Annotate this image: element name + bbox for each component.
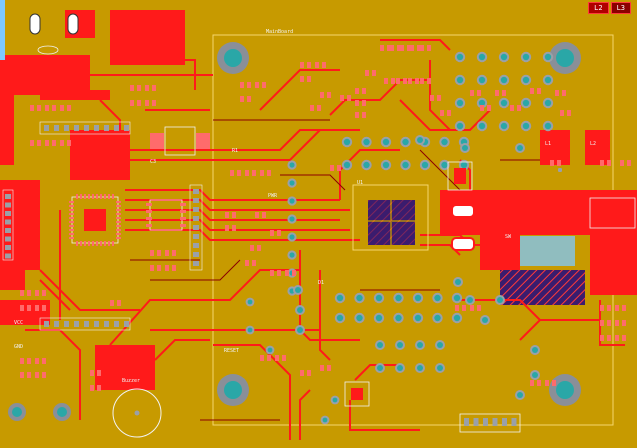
label-c3: C3 — [150, 159, 156, 165]
module-pwr[interactable] — [150, 126, 210, 156]
silkscreen: MainBoard U1 C3 VCC GND L1 L2 R1 D1 Buzz… — [14, 29, 596, 384]
label-l2: L2 — [590, 141, 596, 147]
header-bottom-row[interactable] — [39, 317, 131, 331]
label-vcc: VCC — [14, 320, 23, 326]
header-pins — [5, 125, 517, 426]
label-mainboard: MainBoard — [266, 29, 293, 35]
ic-soic[interactable] — [146, 199, 186, 231]
header-left-vertical[interactable] — [2, 189, 14, 261]
header-right-vertical[interactable] — [189, 184, 203, 271]
usb-connector[interactable] — [589, 197, 636, 229]
smd-pads — [20, 45, 631, 391]
label-reset: RESET — [224, 348, 239, 354]
label-pwr: PWR — [268, 193, 278, 199]
highlight-region — [520, 236, 575, 266]
layer-tab-l2[interactable]: L2 — [588, 2, 609, 14]
layer-tabs: L2 L3 — [588, 2, 631, 14]
ic-mcu[interactable] — [69, 194, 121, 246]
label-sw: SW — [505, 234, 512, 240]
ic-u1[interactable] — [352, 184, 429, 251]
layer-tab-l3[interactable]: L3 — [610, 2, 631, 14]
buzzer[interactable] — [112, 388, 162, 438]
edge-connector — [0, 0, 5, 60]
via-grid — [245, 51, 562, 425]
regulator-block[interactable] — [451, 204, 475, 251]
label-r1: R1 — [232, 148, 238, 154]
crystal-pads — [29, 13, 79, 55]
connector-bottom[interactable] — [459, 413, 521, 433]
traces-bottom — [130, 119, 540, 421]
label-d1: D1 — [318, 280, 324, 286]
header-top-row[interactable] — [39, 121, 131, 135]
mounting-holes — [8, 42, 581, 421]
ic-sensor[interactable] — [344, 381, 370, 407]
label-l1: L1 — [545, 141, 551, 147]
label-buzzer: Buzzer — [122, 378, 140, 384]
label-u1: U1 — [357, 180, 363, 186]
label-gnd: GND — [14, 344, 23, 350]
button-left[interactable] — [447, 161, 473, 191]
